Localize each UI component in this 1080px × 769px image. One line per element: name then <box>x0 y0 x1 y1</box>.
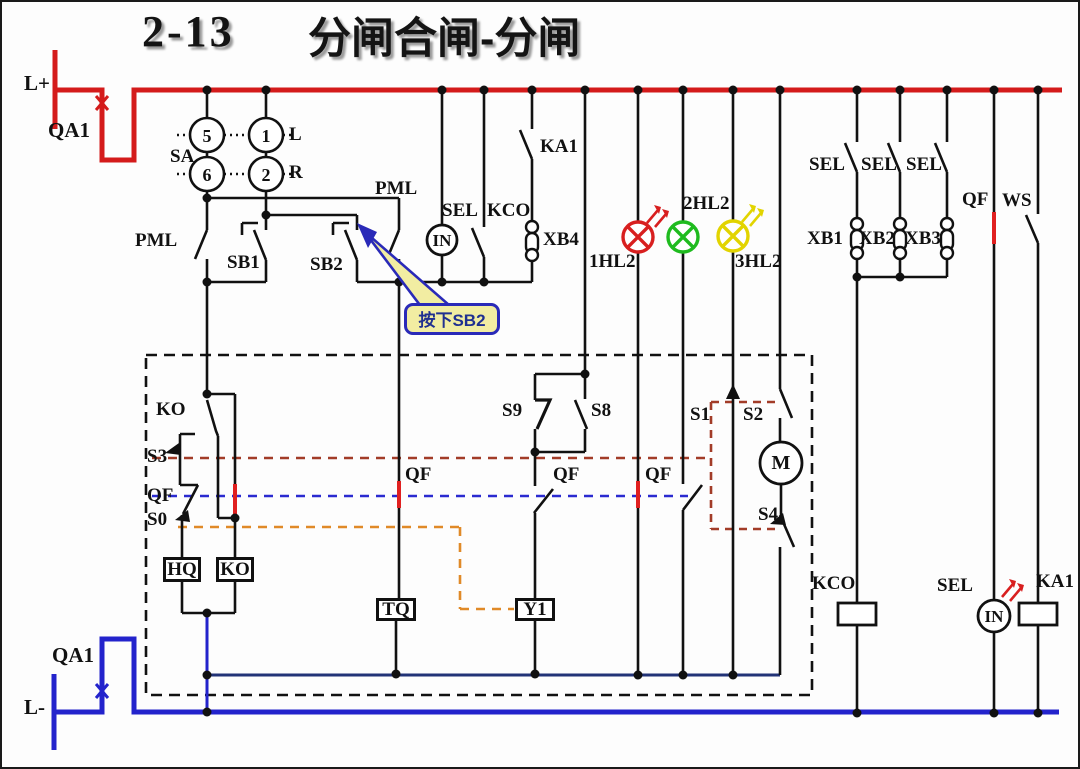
3hl2-label: 3HL2 <box>735 251 782 272</box>
title-number: 2-13 <box>142 7 235 56</box>
qf-closed-contact-segments <box>233 212 996 515</box>
s4-label: S4 <box>758 504 779 525</box>
ka1-coil-box <box>1017 601 1059 627</box>
kco-top-label: KCO <box>487 200 531 221</box>
2hl2-label: 2HL2 <box>683 193 730 214</box>
xb1-label: XB1 <box>807 228 843 249</box>
pml-right-label: PML <box>375 178 418 199</box>
s1-label: S1 <box>690 404 711 425</box>
pml-left-label: PML <box>135 230 178 251</box>
s3-label: S3 <box>147 446 168 467</box>
lamp-1hl2-red <box>621 205 669 254</box>
sel-right2-label: SEL <box>861 154 897 175</box>
negative-bus <box>51 613 1059 750</box>
qa1-bottom-x-mark <box>94 683 110 699</box>
ws-label: WS <box>1002 190 1032 211</box>
ka1-top-label: KA1 <box>540 136 578 157</box>
s0-label: S0 <box>147 509 168 530</box>
xb2-label: XB2 <box>859 228 895 249</box>
mech-link-lines <box>152 400 780 611</box>
qa1-top-x-mark <box>94 95 110 111</box>
ka1-coil-label: KA1 <box>1036 571 1074 592</box>
page-title: 分闸合闸-分闸 <box>308 15 581 63</box>
xb-link-symbols <box>524 216 955 263</box>
kco-coil-label: KCO <box>812 573 856 594</box>
s3-arrow <box>165 443 181 455</box>
s9-label: S9 <box>502 400 523 421</box>
motor-text: M <box>771 452 791 474</box>
kco-coil-box <box>836 601 878 627</box>
s2-label: S2 <box>743 404 764 425</box>
lamp-in-bottom <box>976 579 1024 634</box>
sa-right-label: R <box>289 162 303 183</box>
s4-arrow <box>770 513 786 525</box>
qa1-top-label: QA1 <box>48 118 90 142</box>
callout-arrowhead <box>357 223 377 248</box>
sel-right3-label: SEL <box>906 154 942 175</box>
s0-arrow <box>175 510 190 522</box>
qa1-bottom-label: QA1 <box>52 643 94 667</box>
qf-main-label: QF <box>962 189 989 210</box>
1hl2-label: 1HL2 <box>589 251 636 272</box>
qf-y1-label: QF <box>553 464 580 485</box>
ko-aux-label: KO <box>156 399 186 420</box>
qf-hl-label: QF <box>645 464 672 485</box>
sa-selector-contacts <box>188 116 285 193</box>
mech-arrows <box>165 384 786 525</box>
sel-right1-label: SEL <box>809 154 845 175</box>
sa-contact-6: 6 <box>202 165 212 185</box>
press-sb2-callout: 按下SB2 <box>404 303 500 335</box>
lamp-in-top <box>425 223 459 257</box>
motor-symbol <box>758 440 804 486</box>
lamp-2hl2-green <box>666 220 700 254</box>
sb1-label: SB1 <box>227 252 260 273</box>
sa-label: SA <box>170 146 195 167</box>
dashed-enclosure-box <box>144 353 814 697</box>
sb2-label: SB2 <box>310 254 343 275</box>
xb4-label: XB4 <box>543 229 579 250</box>
sa-contact-5: 5 <box>202 126 212 146</box>
black-wiring <box>178 90 1040 713</box>
ko-coil-box: KO <box>216 557 254 582</box>
sa-left-label: L <box>289 124 302 145</box>
sa-contact-2: 2 <box>261 165 271 185</box>
y1-coil-box: Y1 <box>515 598 555 621</box>
positive-bus <box>52 50 1062 163</box>
junction-dots <box>202 85 1043 718</box>
tq-coil-box: TQ <box>376 598 416 621</box>
sel-top-label: SEL <box>442 200 478 221</box>
lamp-3hl2-yellow <box>716 204 764 253</box>
sa-contact-1: 1 <box>261 126 271 146</box>
qf-s0-label: QF <box>147 485 174 506</box>
qf-tq-label: QF <box>405 464 432 485</box>
in-top-text: IN <box>432 231 452 250</box>
sa-dotted-links <box>177 133 293 176</box>
l-plus-label: L+ <box>24 71 50 95</box>
l-minus-label: L- <box>24 695 45 719</box>
hq-coil-box: HQ <box>163 557 201 582</box>
s8-label: S8 <box>591 400 612 421</box>
xb3-label: XB3 <box>905 228 941 249</box>
sel-bottom-label: SEL <box>937 575 973 596</box>
in-bottom-text: IN <box>984 607 1004 626</box>
coil-boxes-right <box>836 601 1059 627</box>
s1-arrow <box>726 384 740 399</box>
